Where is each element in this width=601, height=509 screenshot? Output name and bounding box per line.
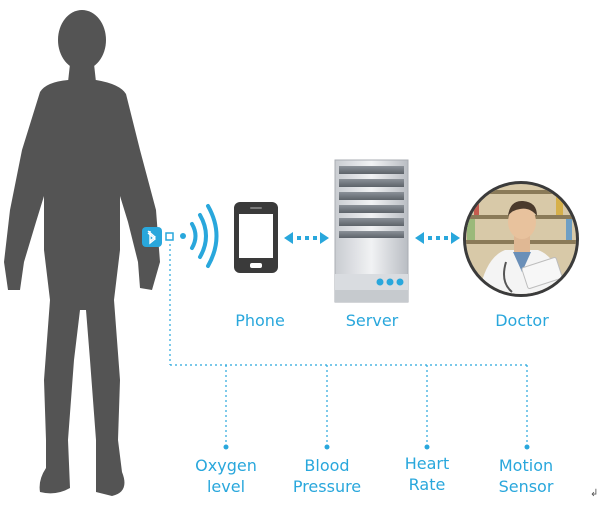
doctor-label: Doctor — [495, 311, 549, 330]
server-icon — [334, 159, 409, 303]
return-mark: ↲ — [590, 488, 599, 499]
human-silhouette — [4, 10, 160, 496]
bluetooth-icon — [147, 230, 157, 245]
arrow-server-doctor — [415, 232, 460, 244]
sensor-oxygen-line1: Oxygen — [195, 456, 257, 475]
sensor-oxygen-line2: level — [206, 477, 246, 496]
wireless-signal-icon — [180, 204, 219, 268]
smartphone-icon — [234, 202, 278, 273]
sensor-motion-line1: Motion — [498, 456, 554, 475]
sensor-label-motion: Motion Sensor — [486, 455, 566, 497]
sensor-heart-line2: Rate — [408, 475, 446, 494]
phone-label: Phone — [235, 311, 285, 330]
doctor-photo — [463, 181, 579, 297]
sensor-blood-line2: Pressure — [292, 477, 362, 496]
sensor-node — [165, 232, 174, 241]
arrow-phone-server — [284, 232, 329, 244]
sensor-blood-line1: Blood — [304, 456, 350, 475]
sensor-motion-line2: Sensor — [498, 477, 554, 496]
server-label: Server — [345, 311, 399, 330]
sensor-endpoints — [223, 444, 530, 450]
sensor-label-oxygen: Oxygen level — [186, 455, 266, 497]
sensor-label-heart-rate: Heart Rate — [390, 453, 464, 495]
sensor-label-blood-pressure: Blood Pressure — [284, 455, 370, 497]
sensor-heart-line1: Heart — [404, 454, 450, 473]
sensor-connectors — [169, 244, 528, 444]
